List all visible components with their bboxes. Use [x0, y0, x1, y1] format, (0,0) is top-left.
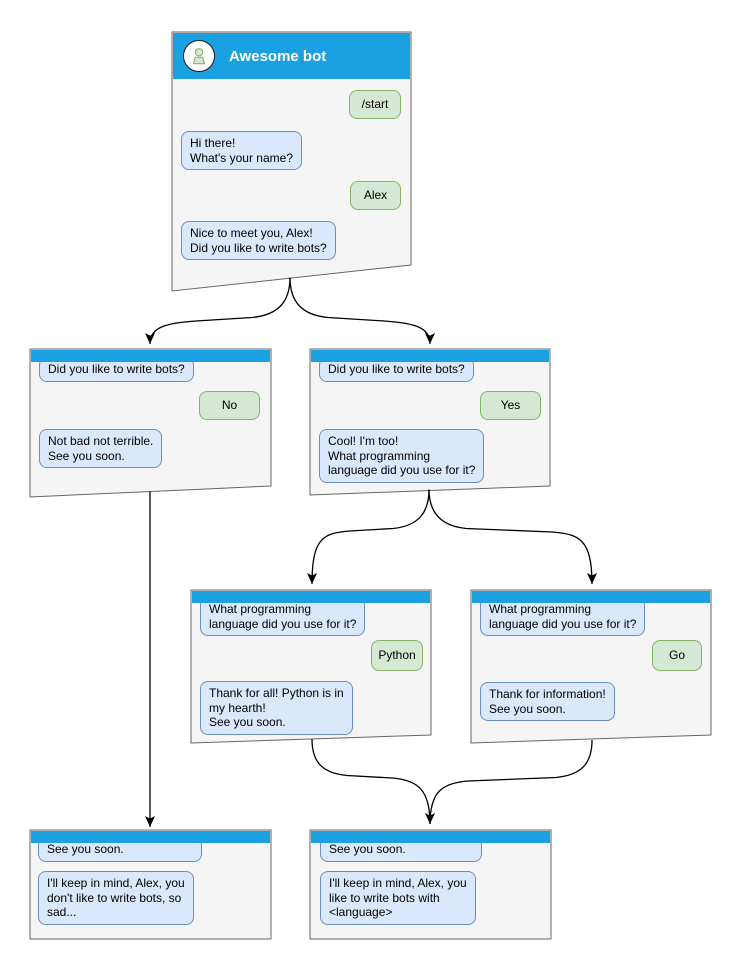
connector-yes-to-python: [307, 489, 430, 585]
user-message-bubble: Python: [371, 640, 423, 671]
person-icon: [192, 48, 206, 65]
bot-message-bubble: Hi there! What's your name?: [181, 131, 303, 171]
branch-no-window-header: [31, 350, 270, 362]
user-message-bubble: No: [199, 391, 260, 420]
user-message-bubble: /start: [349, 90, 401, 119]
user-message-bubble: Go: [652, 640, 702, 671]
user-message-bubble: Yes: [480, 391, 541, 420]
branch-python-window-header: [192, 591, 430, 603]
bot-message-bubble: Nice to meet you, Alex! Did you like to …: [181, 221, 336, 261]
end-no-window-header: [31, 831, 270, 843]
connector-go-to-end: [429, 739, 593, 825]
connector-python-to-end: [311, 738, 435, 825]
branch-go-window-header: [472, 591, 710, 603]
bot-message-bubble: Thank for information! See you soon.: [480, 682, 615, 722]
user-message-bubble: Alex: [350, 181, 401, 210]
window-title: Awesome bot: [229, 47, 327, 65]
branch-yes-window-header: [311, 350, 549, 362]
main-window-header: Awesome bot: [173, 33, 410, 79]
end-yes-window-header: [311, 831, 550, 843]
bot-message-bubble: Cool! I'm too! What programming language…: [319, 429, 485, 483]
bot-message-bubble: What programming language did you use fo…: [200, 597, 366, 637]
bot-message-bubble: Thank for all! Python is in my hearth! S…: [200, 681, 353, 735]
bot-message-bubble: Not bad not terrible. See you soon.: [39, 429, 163, 469]
connector-main-to-yes: [289, 277, 435, 345]
bot-message-bubble: I'll keep in mind, Alex, you like to wri…: [320, 871, 476, 925]
avatar: [183, 40, 215, 72]
connector-yes-to-go: [428, 489, 597, 585]
bot-message-bubble: I'll keep in mind, Alex, you don't like …: [38, 871, 194, 925]
connector-main-to-no: [145, 277, 291, 345]
bot-message-bubble: What programming language did you use fo…: [480, 597, 646, 637]
